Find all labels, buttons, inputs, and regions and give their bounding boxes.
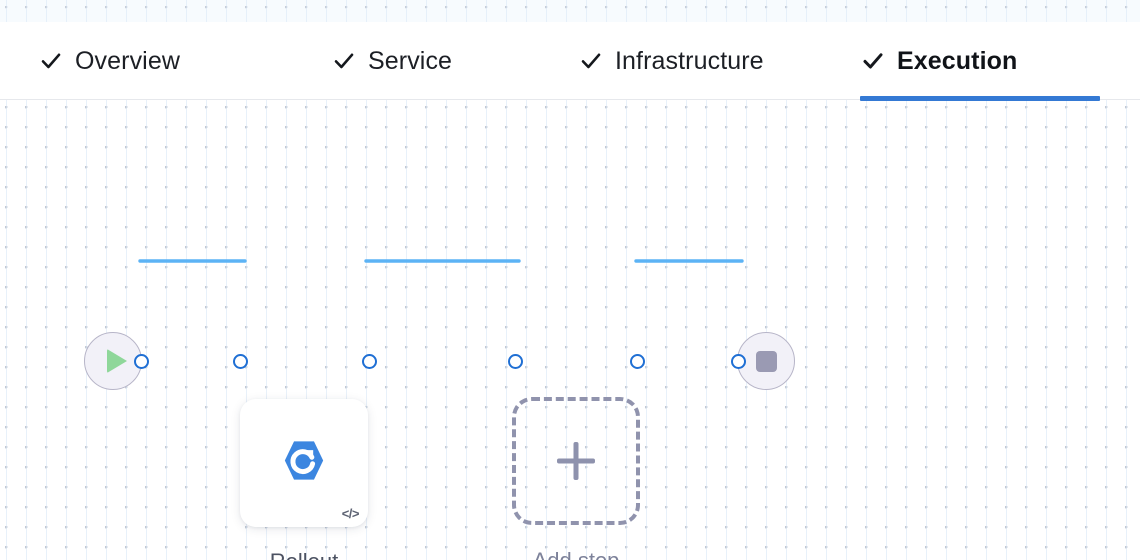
flow-node-rollout-deployment-label: Rollout Deployment (184, 541, 424, 560)
tab-overview[interactable]: Overview (38, 22, 251, 100)
tab-service[interactable]: Service (331, 22, 509, 100)
tab-execution-label: Execution (897, 46, 1018, 75)
tab-execution[interactable]: Execution (860, 22, 1100, 101)
tab-active-underline (860, 96, 1100, 101)
tab-infrastructure-label: Infrastructure (615, 46, 764, 75)
code-icon: </> (341, 506, 360, 521)
top-grid-strip (0, 0, 1140, 22)
pipeline-stage-tabbar: Overview Service Infrastructure (0, 22, 1140, 101)
stop-icon (755, 350, 777, 372)
check-icon (862, 50, 884, 72)
handle-addstep-target[interactable] (508, 354, 523, 369)
execution-flow-canvas[interactable]: </> Rollout Deployment Add step (0, 100, 1140, 560)
handle-end-target[interactable] (731, 354, 746, 369)
flow-node-end[interactable] (737, 332, 795, 390)
check-icon (333, 50, 355, 72)
rollout-deployment-icon (281, 438, 327, 489)
tab-overview-label: Overview (75, 46, 180, 75)
flow-node-add-step[interactable] (512, 397, 640, 525)
handle-rollout-target[interactable] (233, 354, 248, 369)
tab-infrastructure[interactable]: Infrastructure (578, 22, 826, 100)
handle-addstep-source[interactable] (630, 354, 645, 369)
play-icon (106, 349, 127, 373)
flow-node-rollout-deployment[interactable]: </> (240, 399, 368, 527)
check-icon (580, 50, 602, 72)
tab-service-label: Service (368, 46, 453, 75)
handle-rollout-source[interactable] (362, 354, 377, 369)
handle-start-source[interactable] (134, 354, 149, 369)
plus-icon-vertical (573, 442, 579, 480)
check-icon (40, 50, 62, 72)
flow-node-add-step-label: Add step (456, 540, 696, 560)
